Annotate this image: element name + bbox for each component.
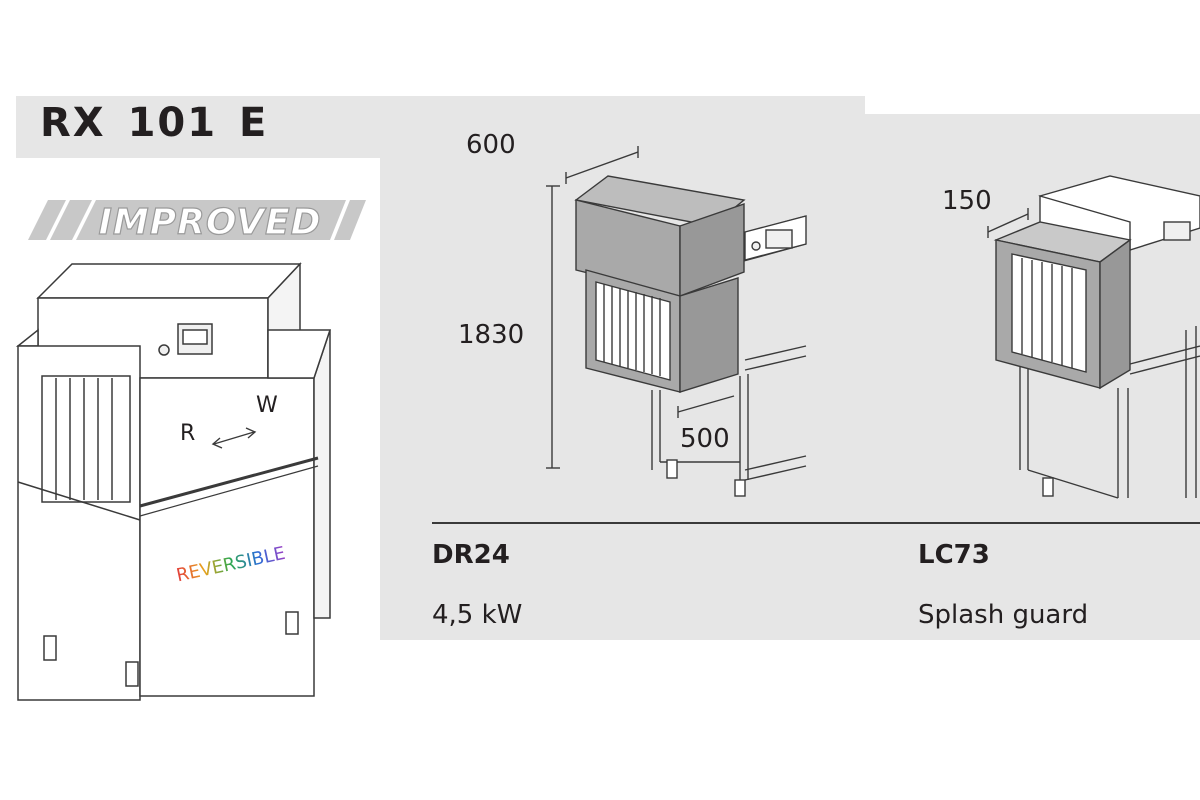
dr24-description: 4,5 kW <box>432 600 523 630</box>
lc73-code: LC73 <box>918 540 990 570</box>
model-title: RX 101 E <box>40 100 269 146</box>
lc73-width-dim: 150 <box>942 186 992 216</box>
divider-line <box>432 522 1200 524</box>
dr24-width-dim: 600 <box>466 130 516 160</box>
dr24-code: DR24 <box>432 540 510 570</box>
label-w: W <box>256 393 278 418</box>
lc73-description: Splash guard <box>918 600 1089 630</box>
title-bar <box>16 96 380 158</box>
dr24-drawing <box>546 146 807 497</box>
improved-badge: IMPROVED <box>28 200 366 244</box>
dr24-height-dim: 1830 <box>458 320 525 350</box>
dishwasher-machine <box>15 262 332 701</box>
improved-text: IMPROVED <box>99 202 322 243</box>
label-r: R <box>180 421 195 446</box>
dr24-depth-dim: 500 <box>680 424 730 454</box>
lc73-drawing <box>987 175 1200 499</box>
